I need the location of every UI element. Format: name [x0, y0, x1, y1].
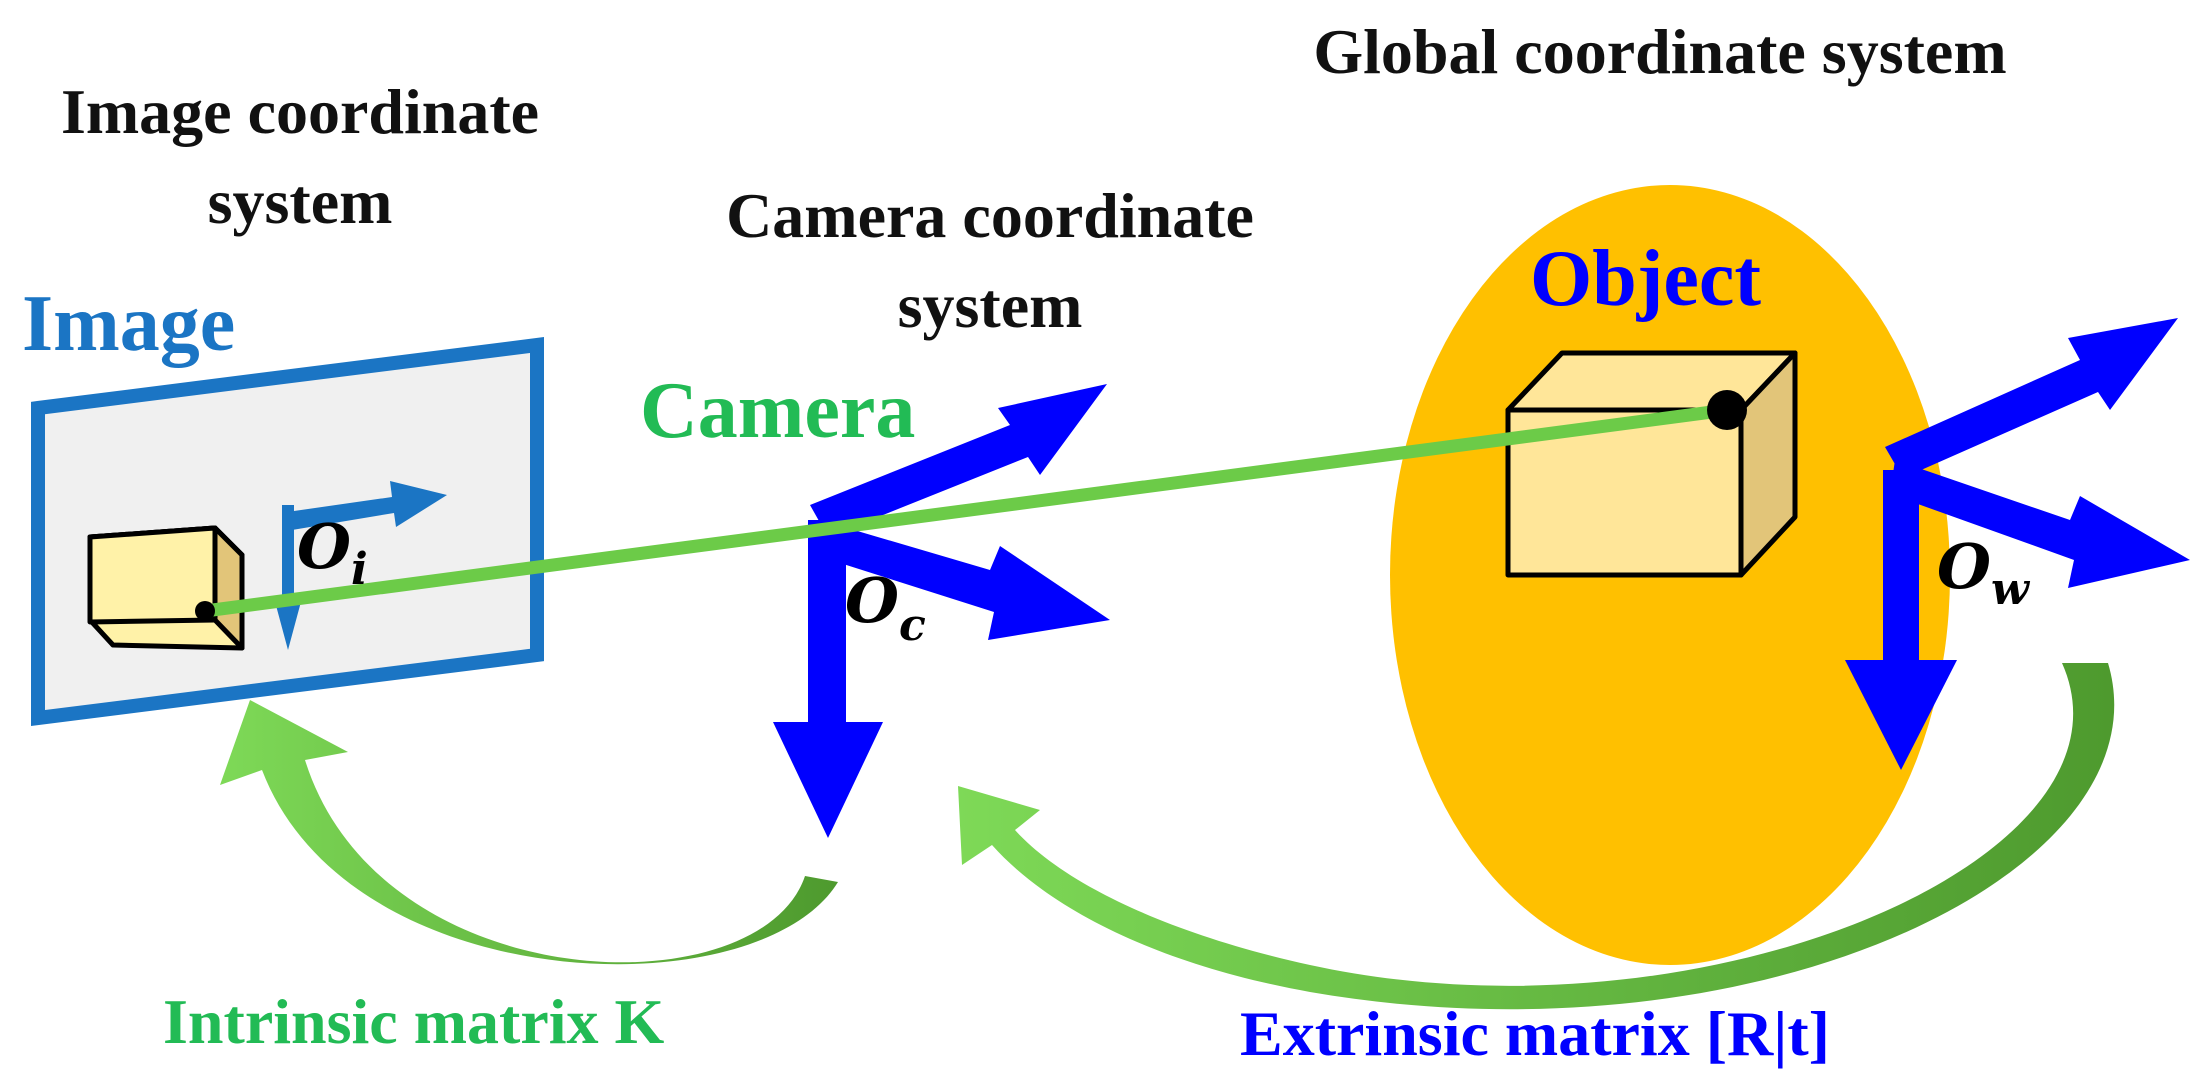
camera-origin-base: O: [845, 564, 899, 637]
camera-system-label-line1: Camera coordinate: [726, 180, 1254, 251]
camera-axis-upright: [810, 384, 1107, 537]
object-cube: [1505, 350, 1798, 578]
camera-origin-label: Oc: [845, 564, 926, 651]
world-origin-base: O: [1937, 530, 1991, 603]
camera-origin-sub: c: [899, 600, 926, 651]
camera-title: Camera: [640, 367, 915, 455]
image-system-label-line2: system: [208, 166, 393, 237]
object-point: [1707, 390, 1747, 430]
global-system-label: Global coordinate system: [1313, 16, 2006, 87]
camera-axis-right: [818, 520, 1110, 640]
world-axis-down: [1883, 470, 1919, 670]
image-point: [195, 601, 215, 621]
world-axes: [1845, 318, 2190, 770]
camera-axes: [773, 384, 1110, 838]
image-axes: [274, 481, 447, 650]
camera-system-label-line2: system: [898, 270, 1083, 341]
image-origin-base: O: [297, 510, 351, 583]
world-axis-right: [1890, 460, 2190, 588]
world-axis-down-arrow: [1845, 660, 1957, 770]
image-system-label-line1: Image coordinate: [61, 76, 539, 147]
image-axis-down-arrow: [274, 598, 302, 650]
image-axis-right-arrow: [287, 481, 447, 530]
world-origin-sub: w: [1991, 564, 2031, 615]
extrinsic-label: Extrinsic matrix [R|t]: [1240, 998, 1830, 1069]
intrinsic-label: Intrinsic matrix K: [163, 986, 665, 1057]
world-origin-label: Ow: [1937, 530, 2031, 615]
image-origin-sub: i: [351, 544, 368, 595]
world-axis-upright: [1885, 318, 2178, 478]
image-origin-label: Oi: [297, 510, 368, 595]
object-title: Object: [1530, 235, 1761, 323]
image-title: Image: [22, 280, 235, 368]
camera-axis-down: [808, 520, 846, 730]
image-cube: [87, 525, 245, 651]
camera-axis-down-arrow: [773, 722, 883, 838]
intrinsic-arrow: [220, 700, 838, 965]
image-axis-down: [282, 505, 294, 605]
projection-ray: [198, 403, 1734, 618]
